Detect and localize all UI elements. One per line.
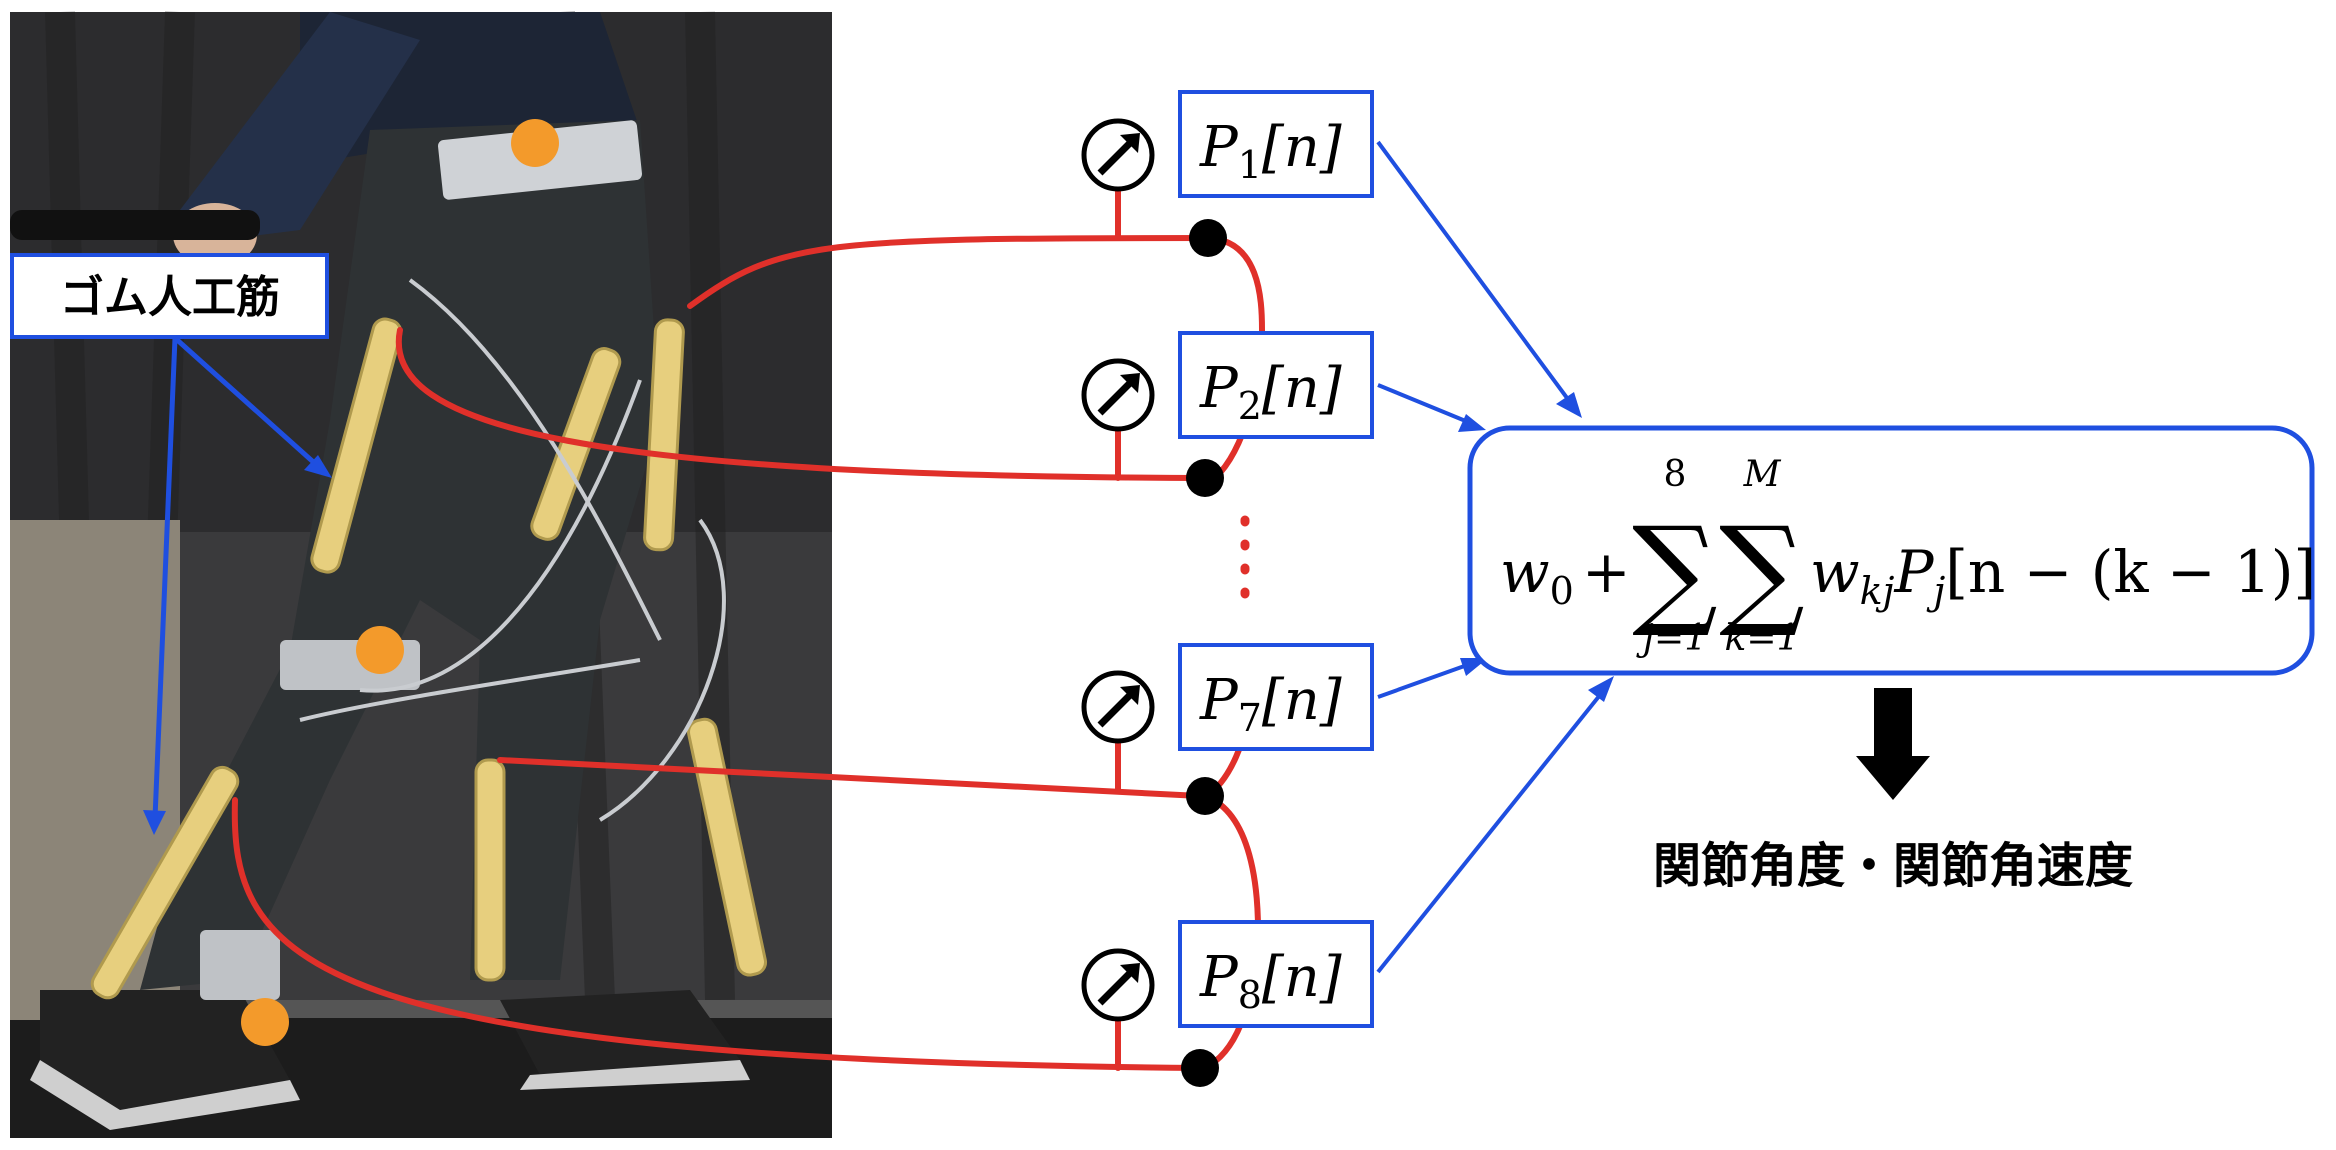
junction-node: [1186, 459, 1224, 497]
output-label: 関節角度・関節角速度: [1653, 838, 2133, 894]
sensor-symbol: P: [1199, 945, 1239, 1010]
svg-text:P2[n]: P2[n]: [1199, 356, 1342, 428]
term-p: P: [1893, 538, 1934, 606]
sensor-subscript: 2: [1238, 384, 1262, 428]
svg-text:wkjPj[n − (k − 1)]: wkjPj[n − (k − 1)]: [1810, 538, 2316, 613]
sum1-sigma: ∑: [1632, 502, 1718, 641]
formula-w0: w: [1500, 538, 1550, 606]
sensor-arg: [n]: [1262, 668, 1342, 733]
sensor-box-p7: P7[n]: [1178, 643, 1374, 751]
sensor-box-p8: P8[n]: [1178, 920, 1374, 1028]
sensor-subscript: 1: [1238, 143, 1262, 187]
pressure-gauge-icon: [1081, 670, 1155, 744]
term-w: w: [1810, 538, 1860, 606]
sensor-symbol: P: [1199, 668, 1239, 733]
formula-w0-sub: 0: [1550, 569, 1574, 613]
sensor-boxes: P1[n] P2[n] P7[n] P8[n]: [1178, 90, 1374, 1028]
sensor-box-p2: P2[n]: [1178, 331, 1374, 439]
sum1-lower: j=1: [1636, 618, 1707, 659]
pressure-gauge-icon: [1081, 358, 1155, 432]
sensor-arg: [n]: [1262, 945, 1342, 1010]
sensor-symbol: P: [1199, 115, 1239, 180]
term-tail: [n − (k − 1)]: [1945, 538, 2316, 606]
junction-node: [1186, 777, 1224, 815]
junction-node: [1189, 219, 1227, 257]
sensor-arg: [n]: [1262, 115, 1342, 180]
junction-nodes: [1181, 219, 1227, 1087]
muscle-label: ゴム人工筋: [60, 272, 280, 323]
muscle-label-group: ゴム人工筋: [10, 253, 332, 835]
junction-node: [1181, 1049, 1219, 1087]
sensor-subscript: 8: [1238, 973, 1262, 1017]
sensor-subscript: 7: [1238, 696, 1262, 740]
output-arrow: [1856, 688, 1930, 800]
svg-text:w0: w0: [1500, 538, 1574, 613]
pressure-gauge-icon: [1081, 948, 1155, 1022]
svg-text:P7[n]: P7[n]: [1199, 668, 1342, 740]
svg-text:P8[n]: P8[n]: [1199, 945, 1342, 1017]
term-w-sub: kj: [1860, 569, 1895, 613]
sum1-upper: 8: [1664, 454, 1687, 495]
photo-exoskeleton: [10, 11, 832, 1138]
formula-plus: +: [1582, 538, 1631, 606]
sum2-lower: k=1: [1725, 618, 1800, 659]
gauges: [1081, 118, 1155, 1022]
sum2-sigma: ∑: [1719, 502, 1805, 641]
svg-text:P1[n]: P1[n]: [1199, 115, 1342, 187]
sum2-upper: M: [1743, 454, 1782, 495]
formula-box: w0 + 8 ∑ j=1 M ∑ k=1 wkjPj[n − (k − 1)]: [1467, 425, 2316, 676]
sensor-box-p1: P1[n]: [1178, 90, 1374, 198]
pressure-gauge-icon: [1081, 118, 1155, 192]
sensor-symbol: P: [1199, 356, 1239, 421]
sensor-arg: [n]: [1262, 356, 1342, 421]
